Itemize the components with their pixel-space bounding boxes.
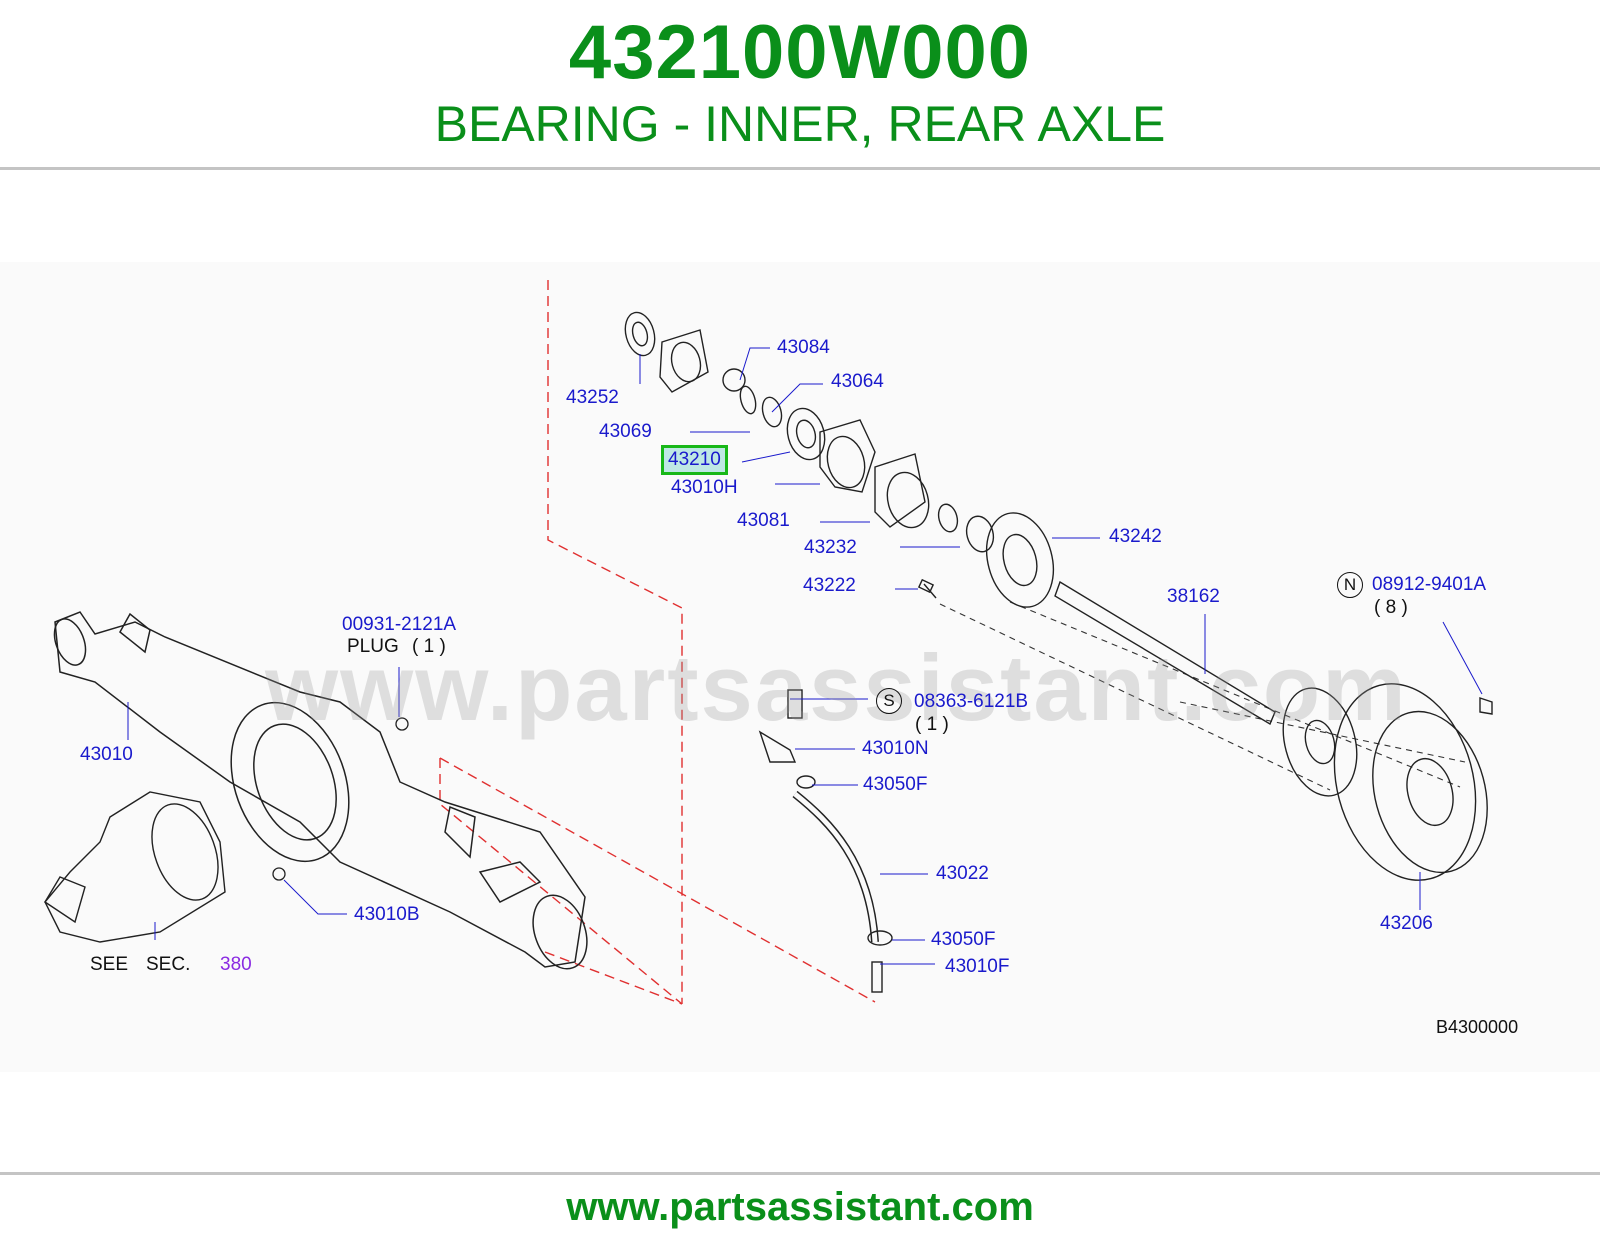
parts-diagram: www.partsassistant.com 43252 43084 43064… <box>0 262 1600 1072</box>
brake-hose-drawing <box>758 689 893 993</box>
dashed-grouping-lines <box>439 280 876 1005</box>
breather-drawing <box>272 867 286 881</box>
label-43252[interactable]: 43252 <box>566 387 619 408</box>
part-description: BEARING - INNER, REAR AXLE <box>434 96 1166 152</box>
symbol-n-circle: N <box>1337 572 1363 598</box>
label-43010H[interactable]: 43010H <box>671 477 738 498</box>
brake-drum-drawing <box>1333 683 1493 881</box>
label-43010[interactable]: 43010 <box>80 744 133 765</box>
label-43064[interactable]: 43064 <box>831 371 884 392</box>
label-43050F-lower[interactable]: 43050F <box>931 929 996 950</box>
label-plug: PLUG <box>347 636 399 657</box>
label-38162[interactable]: 38162 <box>1167 586 1220 607</box>
label-08363-6121B[interactable]: 08363-6121B <box>914 691 1029 712</box>
label-43010B[interactable]: 43010B <box>354 904 420 925</box>
differential-carrier-drawing <box>44 791 226 943</box>
label-00931-2121A[interactable]: 00931-2121A <box>342 614 457 635</box>
dashed-bracket-lower-right <box>439 757 876 1003</box>
dashed-bracket-upper <box>547 280 683 1004</box>
leader-08912 <box>1442 621 1483 695</box>
label-43084[interactable]: 43084 <box>777 337 830 358</box>
diagram-drawing <box>44 280 1493 1005</box>
leader-43210 <box>741 451 791 463</box>
label-43210-highlighted[interactable]: 43210 <box>661 445 728 475</box>
watermark: www.partsassistant.com <box>265 635 1408 740</box>
axle-shaft-drawing <box>1054 580 1358 797</box>
leader-43010B <box>283 879 347 915</box>
label-43242[interactable]: 43242 <box>1109 526 1162 547</box>
leader-43064 <box>771 383 823 413</box>
label-43222[interactable]: 43222 <box>803 575 856 596</box>
label-see: SEE <box>90 954 129 975</box>
part-number-title: 432100W000 <box>568 10 1032 95</box>
leader-43084 <box>739 347 770 381</box>
axle-housing-drawing <box>53 611 588 970</box>
label-43206[interactable]: 43206 <box>1380 913 1433 934</box>
label-43050F-upper[interactable]: 43050F <box>863 774 928 795</box>
label-sec: SEC. <box>146 954 191 975</box>
symbol-s-circle: S <box>876 688 902 714</box>
header: 432100W000 BEARING - INNER, REAR AXLE <box>0 0 1600 170</box>
quantity-08912: ( 8 ) <box>1374 597 1408 618</box>
quantity-08363: ( 1 ) <box>915 714 949 735</box>
plug-drawing <box>395 717 409 731</box>
label-43081[interactable]: 43081 <box>737 510 790 531</box>
link-sec-380[interactable]: 380 <box>220 954 252 975</box>
bearing-stack-drawing <box>624 311 1055 608</box>
label-43022[interactable]: 43022 <box>936 863 989 884</box>
bottom-divider <box>0 1172 1600 1175</box>
footer-url[interactable]: www.partsassistant.com <box>566 1185 1034 1229</box>
label-43232[interactable]: 43232 <box>804 537 857 558</box>
dashed-axle-end <box>544 951 683 1005</box>
label-43069[interactable]: 43069 <box>599 421 652 442</box>
label-43010N[interactable]: 43010N <box>862 738 929 759</box>
leader-lines <box>127 347 1483 965</box>
diagram-code: B4300000 <box>1436 1017 1519 1037</box>
quantity-00931: ( 1 ) <box>412 636 446 657</box>
label-43010F[interactable]: 43010F <box>945 956 1010 977</box>
label-08912-9401A[interactable]: 08912-9401A <box>1372 574 1487 595</box>
dashed-assembly-lines <box>939 601 1466 791</box>
top-divider <box>0 167 1600 170</box>
